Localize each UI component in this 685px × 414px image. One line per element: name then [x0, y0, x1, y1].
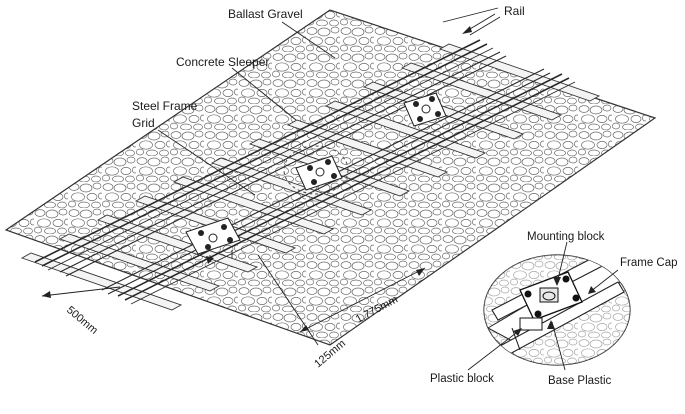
dimension-lines [41, 250, 426, 346]
inset-drawing [484, 255, 630, 365]
mounting-assembly-1 [185, 217, 241, 255]
concrete-sleeper [438, 43, 601, 102]
rails-and-frame [34, 39, 576, 305]
concrete-sleeper [96, 214, 259, 273]
inset-detail [483, 254, 631, 366]
right-rail [117, 73, 576, 305]
frame-cap-label: Frame Cap [620, 257, 678, 269]
rail-label: Rail [504, 4, 525, 18]
rail-arrow [462, 13, 496, 34]
concrete-sleeper [20, 252, 183, 311]
dimension-500mm-label: 500mm [64, 304, 100, 337]
concrete-sleeper-label: Concrete Sleeper [176, 55, 269, 69]
steel-frame-label-line2: Grid [132, 116, 155, 130]
base-plastic-arrowhead [547, 320, 555, 329]
mounting-assembly-2 [295, 155, 343, 191]
mounting-block-arrowhead [553, 277, 561, 286]
concrete-sleeper [210, 157, 373, 216]
concrete-sleeper [324, 100, 487, 159]
mounting-block-label: Mounting block [527, 231, 605, 243]
frame-cap-arrowhead [588, 286, 596, 294]
leader-lines [157, 7, 501, 196]
concrete-sleeper [58, 233, 221, 292]
detail-highlight-circle [283, 145, 349, 195]
base-plastic-label: Base Plastic [548, 375, 612, 387]
plastic-block-arrowhead [513, 328, 522, 336]
plastic-block-label: Plastic block [430, 373, 494, 385]
concrete-sleeper [286, 119, 449, 178]
concrete-sleeper [172, 176, 335, 235]
steel-frame-label-line1: Steel Frame [132, 99, 198, 113]
left-rail [34, 39, 494, 271]
mounting-assembly-3 [403, 92, 447, 127]
ballast-gravel-label: Ballast Gravel [228, 7, 303, 21]
inset-leaders [467, 241, 619, 371]
concrete-sleeper [400, 62, 563, 121]
